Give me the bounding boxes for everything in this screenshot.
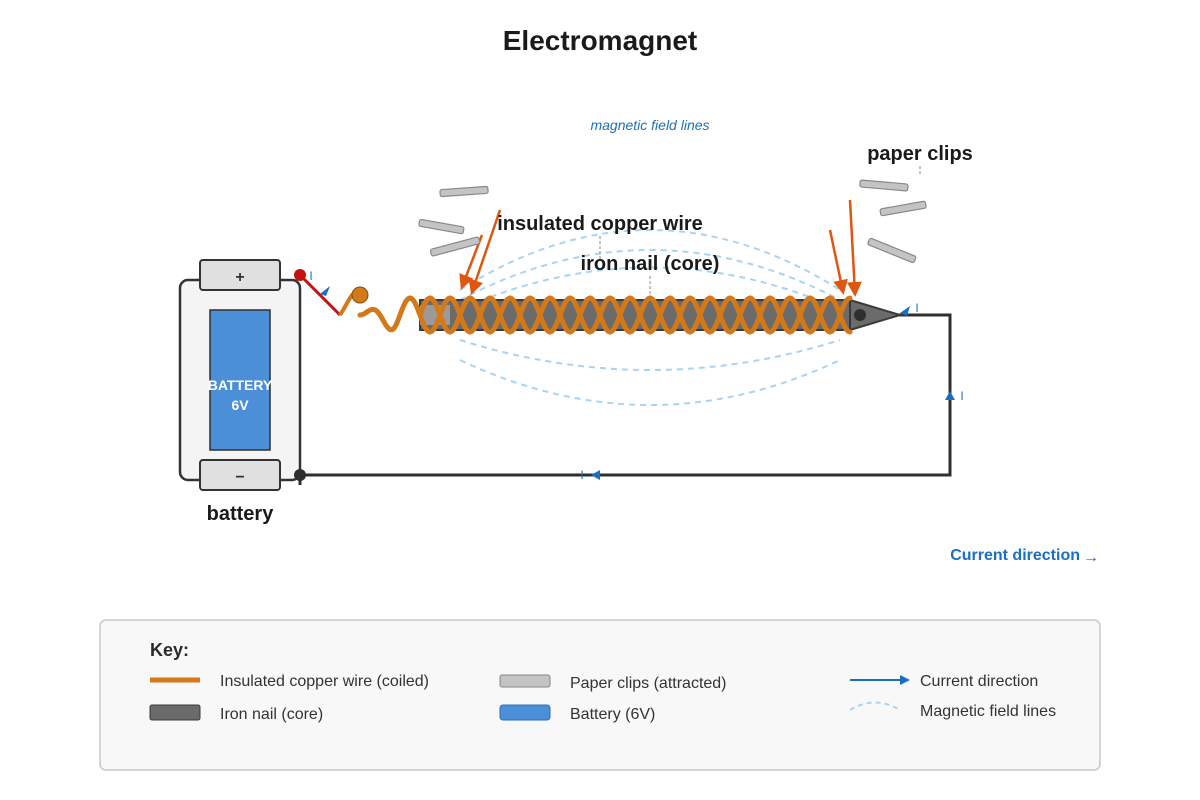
current-symbol: I <box>960 389 963 403</box>
circuit-wire <box>300 313 952 477</box>
key-panel: Key: Insulated copper wire (coiled) Iron… <box>99 619 1101 771</box>
key-title: Key: <box>150 640 189 660</box>
current-direction-caption: Current direction <box>950 547 1080 564</box>
connector-icon <box>351 286 369 304</box>
key-iron-nail-swatch <box>149 704 201 721</box>
key-current-direction-label: Current direction <box>920 673 1038 690</box>
copper-wire-coil-back <box>417 295 853 335</box>
key-battery-swatch <box>499 704 551 721</box>
iron-nail-label: iron nail (core) <box>581 253 720 275</box>
field-line <box>459 249 841 301</box>
iron-nail-tip <box>849 298 904 332</box>
current-symbol: I <box>580 468 583 482</box>
key-battery-label: Battery (6V) <box>570 706 655 723</box>
paper-clip <box>439 185 489 198</box>
current-direction-arrow-icon: → <box>1083 549 1099 566</box>
insulated-copper-wire-label: insulated copper wire <box>497 213 703 235</box>
current-arrow-icon <box>900 306 910 316</box>
key-field-lines-label: Magnetic field lines <box>920 703 1056 720</box>
battery-name-label: BATTERY <box>208 377 273 393</box>
battery: + BATTERY 6V − <box>178 259 302 491</box>
diagram-title: Electromagnet <box>503 25 698 56</box>
key-paper-clips-swatch <box>499 674 551 688</box>
battery-negative-terminal <box>199 459 281 491</box>
key-copper-wire-label: Insulated copper wire (coiled) <box>220 673 429 690</box>
attraction-arrow <box>468 209 502 295</box>
copper-wire-coil <box>357 295 853 335</box>
current-markers: I I I I <box>309 269 963 482</box>
key-field-lines-swatch <box>849 701 901 711</box>
paper-clip <box>867 237 917 264</box>
current-symbol: I <box>915 301 918 315</box>
arrow-right-icon <box>900 675 910 685</box>
paper-clip <box>429 236 481 257</box>
paper-clip <box>859 179 909 192</box>
battery-label: battery <box>207 503 275 525</box>
key-paper-clips-label: Paper clips (attracted) <box>570 675 727 692</box>
key-iron-nail-label: Iron nail (core) <box>220 706 323 723</box>
field-line <box>469 266 831 306</box>
switch-lever <box>298 273 342 317</box>
current-arrow-icon <box>320 286 330 296</box>
current-arrow-icon <box>945 391 955 400</box>
current-symbol: I <box>309 269 312 283</box>
paper-clip <box>879 200 927 217</box>
battery-cell <box>209 309 271 451</box>
return-wire <box>300 313 952 477</box>
paper-clip <box>418 218 465 235</box>
magnetic-field-lines-label: magnetic field lines <box>590 117 709 133</box>
battery-plus-sign: + <box>235 269 244 286</box>
battery-voltage-label: 6V <box>231 397 249 413</box>
switch-terminal-icon <box>294 269 306 281</box>
magnetic-field-lines <box>459 229 841 406</box>
field-line <box>459 359 841 406</box>
field-line <box>459 229 841 291</box>
current-arrow-icon <box>591 470 600 480</box>
key-box <box>99 619 1101 771</box>
nail-connection-dot <box>854 309 866 321</box>
battery-minus-sign: − <box>235 469 244 486</box>
paper-clips <box>418 179 927 264</box>
field-line <box>459 339 841 371</box>
paper-clips-label: paper clips <box>867 143 973 165</box>
attraction-arrow <box>846 199 862 297</box>
battery-positive-terminal <box>199 259 281 291</box>
attraction-arrow <box>828 229 848 295</box>
